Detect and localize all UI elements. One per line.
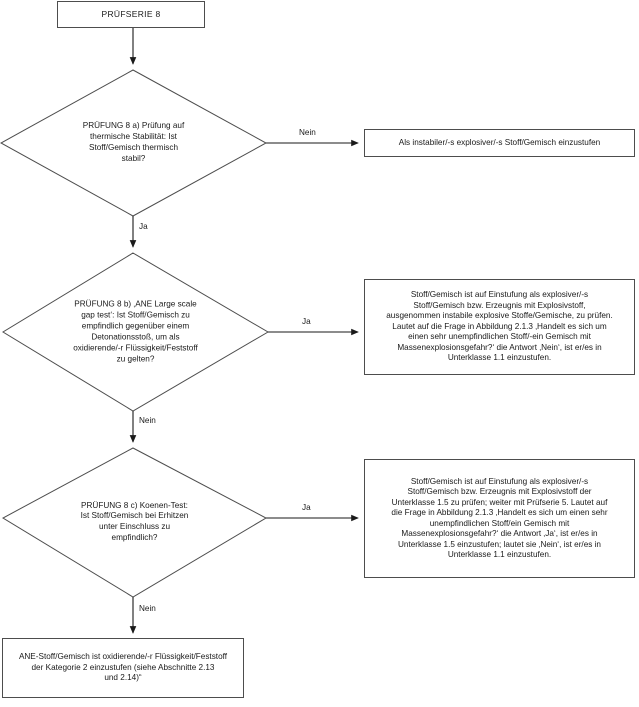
decision-node-pruefung-8c: PRÜFUNG 8 c) Koenen-Test: Ist Stoff/Gemi… [3, 448, 266, 597]
edge-label-a-nein: Nein [299, 128, 316, 137]
result-node-instabil-explosiv: Als instabiler/-s explosiver/-s Stoff/Ge… [364, 129, 635, 157]
final-result-node: ANE-Stoff/Gemisch ist oxidierende/-r Flü… [2, 638, 244, 698]
decision-c-label: PRÜFUNG 8 c) Koenen-Test: Ist Stoff/Gemi… [80, 500, 189, 543]
decision-a-label: PRÜFUNG 8 a) Prüfung auf thermische Stab… [82, 121, 185, 163]
final-result-label: ANE-Stoff/Gemisch ist oxidierende/-r Flü… [18, 652, 228, 683]
result-node-unterklasse-1-5: Stoff/Gemisch ist auf Einstufung als exp… [364, 459, 635, 578]
edge-label-a-ja: Ja [139, 222, 148, 231]
result-c-ja-label: Stoff/Gemisch ist auf Einstufung als exp… [391, 476, 608, 560]
result-b-ja-label: Stoff/Gemisch ist auf Einstufung als exp… [386, 290, 613, 363]
decision-node-pruefung-8a: PRÜFUNG 8 a) Prüfung auf thermische Stab… [1, 70, 266, 216]
edge-label-b-ja: Ja [302, 317, 311, 326]
decision-node-pruefung-8b: PRÜFUNG 8 b) ‚ANE Large scale gap test‘:… [3, 253, 268, 411]
start-node: PRÜFSERIE 8 [57, 1, 205, 28]
result-node-unterklasse-1-1: Stoff/Gemisch ist auf Einstufung als exp… [364, 279, 635, 375]
edge-label-b-nein: Nein [139, 416, 156, 425]
start-node-label: PRÜFSERIE 8 [101, 9, 161, 20]
result-a-nein-label: Als instabiler/-s explosiver/-s Stoff/Ge… [398, 137, 601, 147]
edge-label-c-nein: Nein [139, 604, 156, 613]
edge-label-c-ja: Ja [302, 503, 311, 512]
decision-b-label: PRÜFUNG 8 b) ‚ANE Large scale gap test‘:… [73, 299, 198, 363]
